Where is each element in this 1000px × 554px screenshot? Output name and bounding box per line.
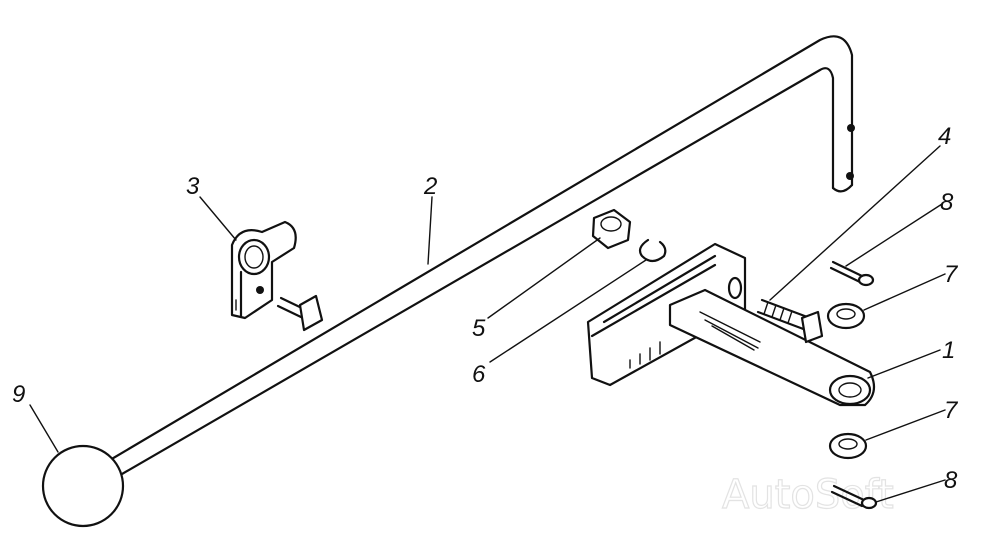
label-7-lower: 7 [944,397,959,424]
knob-part-9 [41,444,125,528]
cotter-pin-lower-part-8 [830,484,878,510]
cotter-pin-upper-part-8 [829,260,875,287]
label-6: 6 [472,361,486,388]
label-8-upper: 8 [940,189,954,216]
nut-part-5 [591,208,632,250]
label-3: 3 [186,173,200,200]
clamp-part-3 [230,220,297,320]
leader-lines [29,145,946,503]
clamp-bolt [276,294,324,332]
watermark-text: AutoSoft [722,472,894,518]
rod-hole-lower [846,172,854,180]
spring-washer-part-6 [638,238,667,263]
label-2: 2 [423,173,437,200]
label-4: 4 [938,123,951,150]
washer-lower-part-7 [828,432,868,460]
label-9: 9 [12,381,25,408]
label-1: 1 [942,337,955,364]
washer-upper-part-7 [826,302,866,330]
arm-part-1 [668,288,876,407]
rod-hole-upper [847,124,855,132]
label-7-upper: 7 [944,261,959,288]
label-8-lower: 8 [944,467,958,494]
label-5: 5 [472,315,486,342]
lever-rod-part-2 [108,35,855,476]
bolt-part-4 [756,298,824,344]
